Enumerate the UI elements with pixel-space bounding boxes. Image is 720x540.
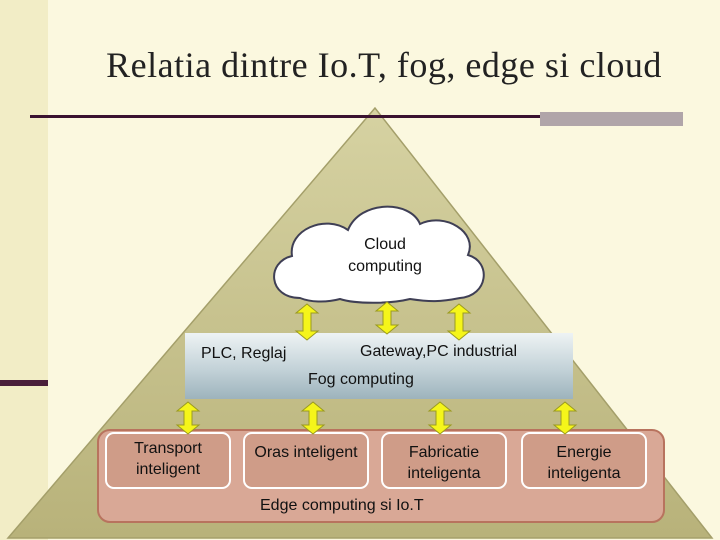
title-underline-accent [540, 112, 683, 126]
double-arrow-icon [427, 401, 453, 435]
slide-sidebar [0, 0, 48, 540]
edge-box-1-line2: inteligent [135, 461, 201, 478]
edge-box-2-line1: Oras inteligent [254, 444, 358, 461]
double-arrow-icon [300, 401, 326, 435]
fog-layer-label: Fog computing [308, 371, 414, 388]
slide-title: Relatia dintre Io.T, fog, edge si cloud [106, 45, 662, 85]
double-arrow-icon [175, 401, 201, 435]
fog-right-label: Gateway,PC industrial [360, 343, 518, 360]
edge-box-3-line1: Fabricatie [408, 444, 480, 461]
double-arrow-icon [552, 401, 578, 435]
cloud-label-line2: computing [348, 258, 422, 275]
double-arrow-icon [294, 303, 320, 341]
edge-layer-label: Edge computing si Io.T [260, 497, 424, 514]
edge-box-1 [105, 432, 231, 489]
double-arrow-icon [446, 303, 472, 341]
cloud-shape [273, 205, 485, 304]
fog-layer-band [185, 333, 573, 399]
edge-box-4-line2: inteligenta [547, 465, 621, 482]
sidebar-accent-mark [0, 380, 48, 386]
edge-box-1-line1: Transport [134, 440, 202, 457]
edge-box-3 [381, 432, 507, 489]
double-arrow-icon [374, 301, 400, 335]
edge-box-4-line1: Energie [556, 444, 612, 461]
edge-box-4 [521, 432, 647, 489]
edge-box-2 [243, 432, 369, 489]
edge-box-3-line2: inteligenta [407, 465, 481, 482]
title-underline [30, 115, 540, 118]
cloud-label-line1: Cloud [364, 236, 406, 253]
fog-left-label: PLC, Reglaj [201, 345, 287, 362]
